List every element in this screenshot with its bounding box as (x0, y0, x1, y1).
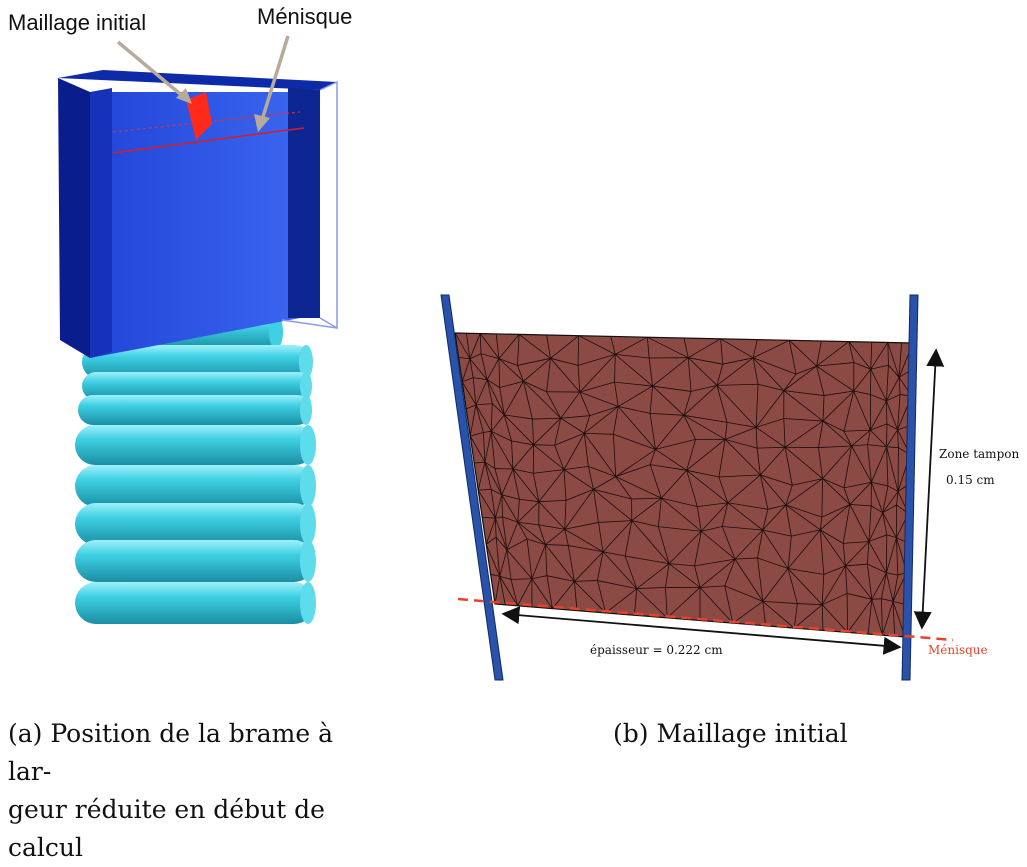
caption-a-line2: geur réduite en début de calcul (8, 791, 348, 867)
mesh-edge (847, 593, 848, 632)
buffer-zone-label: Zone tampon (939, 447, 1019, 461)
caption-b-text: Maillage initial (656, 719, 847, 748)
thickness-label: épaisseur = 0.222 cm (590, 643, 723, 657)
buffer-zone-value: 0.15 cm (946, 473, 995, 487)
caption-b: (b) Maillage initial (613, 715, 848, 753)
meniscus-label-b: Ménisque (928, 643, 988, 657)
caption-a-line1: Position de la brame à lar- (8, 719, 333, 786)
caption-b-tag: (b) (613, 719, 649, 748)
buffer-zone-arrow (922, 352, 936, 626)
figure-b-drawing (0, 0, 1027, 700)
caption-a: (a) Position de la brame à lar- geur réd… (8, 715, 348, 867)
caption-a-tag: (a) (8, 719, 42, 748)
